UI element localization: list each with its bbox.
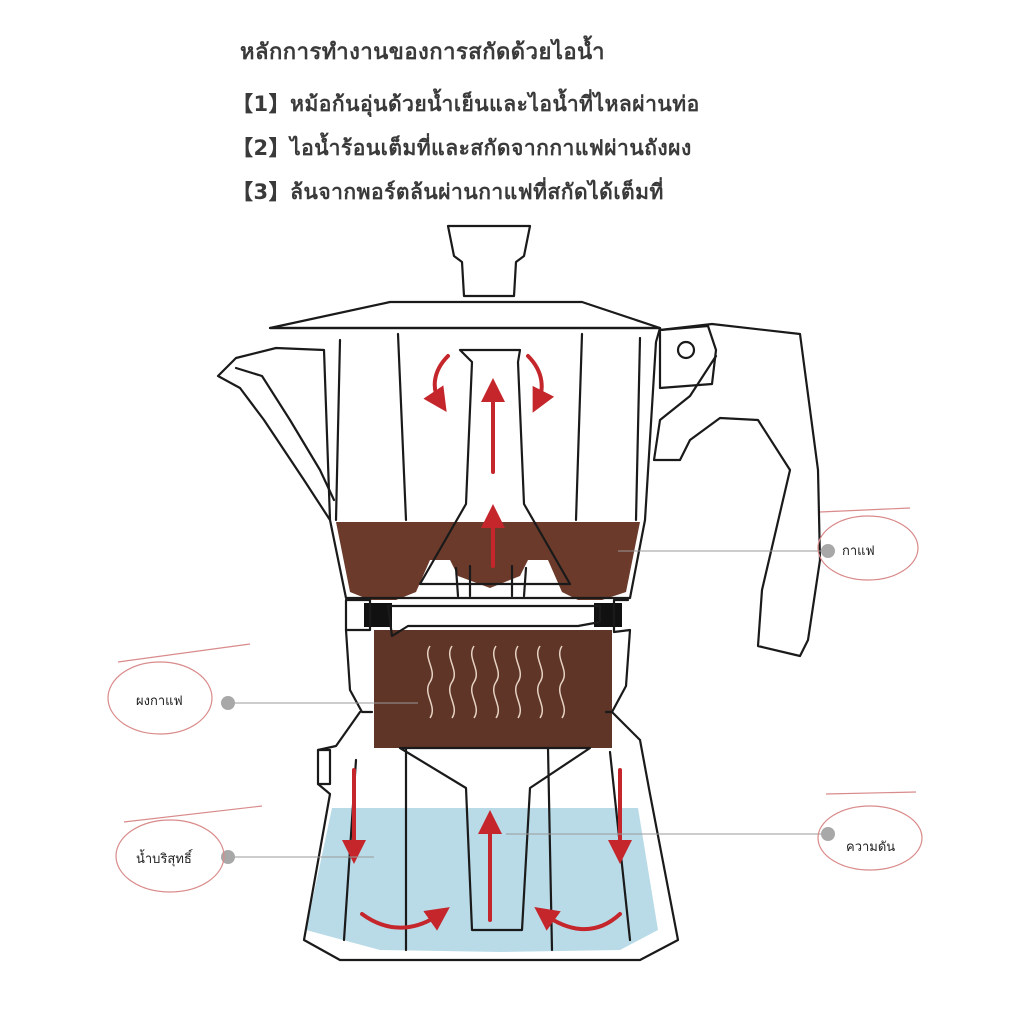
page-title: หลักการทำงานของการสกัดด้วยไอน้ำ	[240, 40, 606, 65]
grounds-steam-lines	[427, 645, 565, 719]
step-3: 【3】ล้นจากพอร์ตล้นผ่านกาแฟที่สกัดได้เต็มท…	[232, 180, 664, 204]
label-coffee: กาแฟ	[842, 544, 875, 559]
lower-funnel	[398, 746, 592, 932]
label-pressure: ความดัน	[846, 840, 896, 855]
arrow-curve-bottom-left	[360, 907, 450, 931]
scribble-marks	[107, 507, 923, 893]
arrow-curve-left	[423, 354, 450, 412]
step-1: 【1】หม้อก้นอุ่นด้วยน้ำเย็นและไอน้ำที่ไหลผ…	[232, 92, 700, 116]
dot-pressure	[821, 827, 835, 841]
arrow-curve-bottom-right	[534, 906, 622, 931]
dot-water	[221, 850, 235, 864]
dot-grounds	[221, 696, 235, 710]
coffee-liquid	[336, 522, 640, 600]
dot-coffee	[821, 544, 835, 558]
lid-knob	[446, 224, 532, 298]
label-water: น้ำบริสุทธิ์	[136, 852, 192, 867]
middle-collar	[344, 598, 372, 632]
handle	[652, 322, 822, 658]
step-2: 【2】ไอน้ำร้อนเต็มที่และสกัดจากกาแฟผ่านถัง…	[232, 136, 692, 160]
upper-center-tube	[418, 348, 572, 586]
water-liquid	[306, 808, 658, 952]
upper-chamber	[216, 326, 662, 600]
header: หลักการทำงานของการสกัดด้วยไอน้ำ 【1】หม้อก…	[0, 0, 1024, 220]
arrow-curve-right	[526, 354, 555, 413]
filter-plate	[386, 604, 602, 638]
label-grounds: ผงกาแฟ	[136, 694, 183, 709]
hinge	[658, 324, 718, 390]
lid	[268, 300, 662, 330]
